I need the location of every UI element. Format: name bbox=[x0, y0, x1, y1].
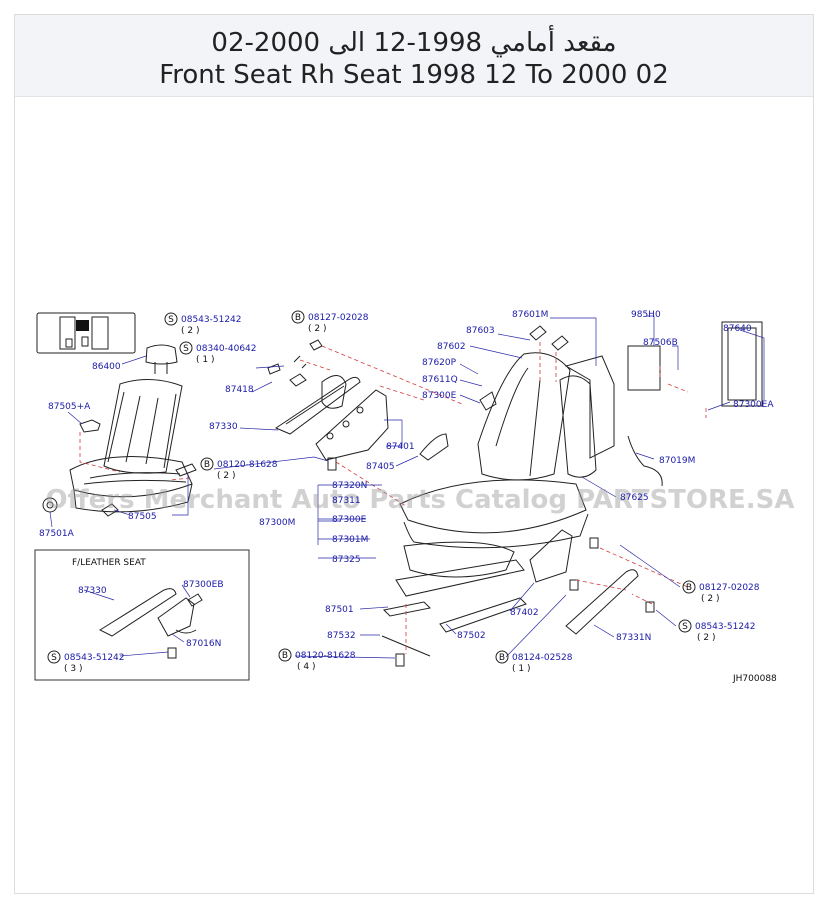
part-label-87418[interactable]: 87418 bbox=[225, 385, 254, 395]
part-label-87501[interactable]: 87501 bbox=[325, 605, 354, 615]
fastener-qty: ( 3 ) bbox=[64, 664, 82, 674]
part-label-86400[interactable]: 86400 bbox=[92, 362, 121, 372]
part-label-87602[interactable]: 87602 bbox=[437, 342, 466, 352]
fastener-kind: S bbox=[51, 653, 57, 663]
part-label-87325[interactable]: 87325 bbox=[332, 555, 361, 565]
fastener-code: 08340-40642 bbox=[196, 344, 257, 354]
part-label-87300m[interactable]: 87300M bbox=[259, 518, 295, 528]
fastener-kind: B bbox=[204, 460, 210, 470]
seat-small-parts bbox=[42, 419, 197, 517]
fastener-code: 08127-02028 bbox=[699, 583, 760, 593]
part-label-87019m[interactable]: 87019M bbox=[659, 456, 695, 466]
part-label-87640[interactable]: 87640 bbox=[723, 324, 752, 334]
fastener-qty: ( 1 ) bbox=[196, 355, 214, 365]
part-label-87611q[interactable]: 87611Q bbox=[422, 375, 458, 385]
part-label-87501a[interactable]: 87501A bbox=[39, 529, 75, 539]
part-label-87405[interactable]: 87405 bbox=[366, 462, 395, 472]
fastener-kind: B bbox=[499, 653, 505, 663]
fastener-callout[interactable]: B 08127-02028 ( 2 ) bbox=[291, 310, 369, 334]
fastener-code: 08124-02528 bbox=[512, 653, 573, 663]
fastener-qty: ( 1 ) bbox=[512, 664, 530, 674]
fastener-kind: B bbox=[295, 313, 301, 323]
part-label-87301m[interactable]: 87301M bbox=[332, 535, 368, 545]
fastener-qty: ( 2 ) bbox=[701, 594, 719, 604]
part-label-985h0[interactable]: 985H0 bbox=[631, 310, 661, 320]
seat-icon bbox=[69, 378, 193, 513]
fastener-qty: ( 2 ) bbox=[181, 326, 199, 336]
fastener-kind: S bbox=[168, 315, 174, 325]
part-label-87330[interactable]: 87330 bbox=[209, 422, 238, 432]
part-label-87320n[interactable]: 87320N bbox=[332, 481, 367, 491]
inset-title: F/LEATHER SEAT bbox=[72, 558, 146, 568]
fastener-callout[interactable]: S 08543-51242 ( 2 ) bbox=[164, 312, 242, 336]
part-label-87330-inset[interactable]: 87330 bbox=[78, 586, 107, 596]
fastener-callout[interactable]: S 08543-51242 ( 3 ) bbox=[47, 650, 125, 674]
part-label-87601m[interactable]: 87601M bbox=[512, 310, 548, 320]
part-label-87505[interactable]: 87505 bbox=[128, 512, 157, 522]
fastener-callout[interactable]: B 08124-02528 ( 1 ) bbox=[495, 650, 573, 674]
fastener-code: 08120-81628 bbox=[295, 651, 356, 661]
part-label-87506b[interactable]: 87506B bbox=[643, 338, 678, 348]
headrest-icon bbox=[145, 344, 178, 374]
page-title-english: Front Seat Rh Seat 1998 12 To 2000 02 bbox=[159, 60, 669, 90]
watermark-text: Offers Merchant Auto Parts Catalog PARTS… bbox=[45, 485, 794, 515]
part-label-87311[interactable]: 87311 bbox=[332, 496, 361, 506]
seat-thumbnail-icon bbox=[36, 312, 136, 354]
fastener-code: 08543-51242 bbox=[64, 653, 125, 663]
fastener-callout[interactable]: S 08340-40642 ( 1 ) bbox=[179, 341, 257, 365]
fastener-qty: ( 2 ) bbox=[308, 324, 326, 334]
part-label-87620p[interactable]: 87620P bbox=[422, 358, 457, 368]
part-label-87331n[interactable]: 87331N bbox=[616, 633, 651, 643]
fastener-kind: S bbox=[682, 622, 688, 632]
main-seat-icon bbox=[381, 321, 763, 657]
page-header: مقعد أمامي 1998-12 الى 2000-02 Front Sea… bbox=[15, 15, 813, 97]
part-label-87300ea[interactable]: 87300EA bbox=[733, 400, 774, 410]
part-label-87402[interactable]: 87402 bbox=[510, 608, 539, 618]
fastener-qty: ( 4 ) bbox=[297, 662, 315, 672]
fastener-qty: ( 2 ) bbox=[217, 471, 235, 481]
fastener-kind: B bbox=[686, 583, 692, 593]
part-label-87401[interactable]: 87401 bbox=[386, 442, 415, 452]
part-label-87505-a[interactable]: 87505+A bbox=[48, 402, 91, 412]
part-label-87300eb[interactable]: 87300EB bbox=[183, 580, 224, 590]
part-label-87016n[interactable]: 87016N bbox=[186, 639, 221, 649]
fastener-callout[interactable]: B 08120-81628 ( 2 ) bbox=[200, 457, 278, 481]
part-label-87625[interactable]: 87625 bbox=[620, 493, 649, 503]
fastener-code: 08120-81628 bbox=[217, 460, 278, 470]
fastener-kind: B bbox=[282, 651, 288, 661]
seat-frame-icon bbox=[274, 373, 449, 461]
part-label-87532[interactable]: 87532 bbox=[327, 631, 356, 641]
fastener-callout[interactable]: S 08543-51242 ( 2 ) bbox=[678, 619, 756, 643]
fastener-code: 08543-51242 bbox=[181, 315, 242, 325]
diagram-code: JH700088 bbox=[732, 674, 777, 684]
part-label-87603[interactable]: 87603 bbox=[466, 326, 495, 336]
fastener-qty: ( 2 ) bbox=[697, 633, 715, 643]
part-label-87502[interactable]: 87502 bbox=[457, 631, 486, 641]
fastener-code: 08127-02028 bbox=[308, 313, 369, 323]
fastener-kind: S bbox=[183, 344, 189, 354]
page-title-arabic: مقعد أمامي 1998-12 الى 2000-02 bbox=[211, 28, 617, 58]
part-label-87300e[interactable]: 87300E bbox=[332, 515, 367, 525]
fastener-callout[interactable]: B 08127-02028 ( 2 ) bbox=[682, 580, 760, 604]
fastener-code: 08543-51242 bbox=[695, 622, 756, 632]
part-label-87300e-top[interactable]: 87300E bbox=[422, 391, 457, 401]
fastener-callout[interactable]: B 08120-81628 ( 4 ) bbox=[278, 648, 356, 672]
